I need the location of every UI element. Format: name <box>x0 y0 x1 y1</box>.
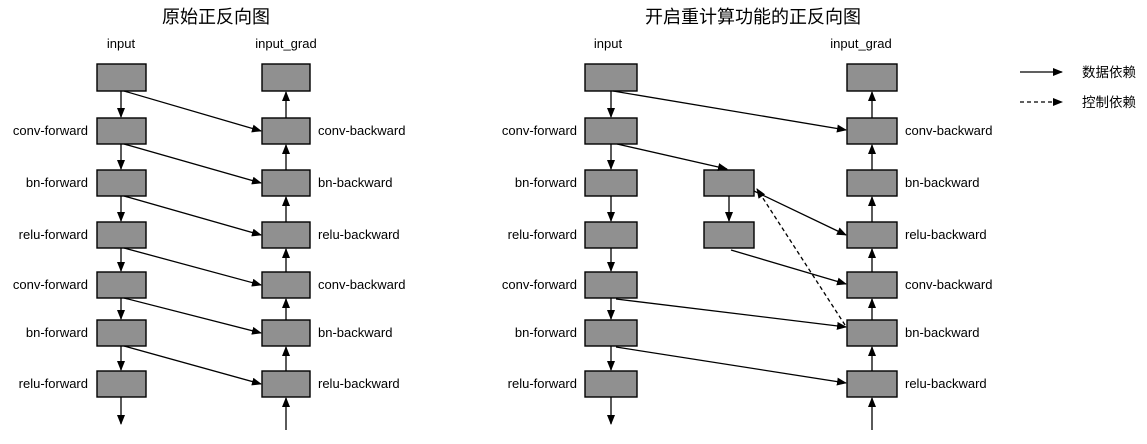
node-bn-backward-1 <box>261 169 311 197</box>
node-relu-forward-1 <box>96 221 147 249</box>
row-label-backward: relu-backward <box>905 227 987 242</box>
node-bn-forward-1 <box>96 169 147 197</box>
control-dependency-label: 控制依赖 <box>1082 95 1136 110</box>
row-label-forward: conv-forward <box>13 123 88 138</box>
node-input-grad <box>846 63 898 92</box>
left-diagram-title: 原始正反向图 <box>162 7 270 27</box>
node-conv-backward-2 <box>261 271 311 299</box>
node-bn-backward-2 <box>846 319 898 347</box>
right-input-column-header: input <box>594 36 623 51</box>
data-dep-arrow-conv-forward-to-bn-backward <box>615 298 847 330</box>
data-dep-arrow-bn-forward-to-relu-backward <box>615 346 847 386</box>
data-dep-arrow-conv-forward-to-recompute <box>616 143 728 171</box>
node-input <box>96 63 147 92</box>
row-label-forward: bn-forward <box>26 325 88 340</box>
node-relu-forward-1 <box>584 221 638 249</box>
legend: 数据依赖 控制依赖 <box>1020 65 1136 110</box>
node-conv-backward-1 <box>261 117 311 145</box>
row-label-forward: relu-forward <box>508 376 577 391</box>
node-relu-forward-2 <box>584 370 638 398</box>
node-relu-backward-2 <box>846 370 898 398</box>
row-label-backward: conv-backward <box>318 123 405 138</box>
row-label-backward: bn-backward <box>905 175 979 190</box>
right-diagram-title: 开启重计算功能的正反向图 <box>645 7 861 27</box>
node-conv-forward-2 <box>96 271 147 299</box>
node-recomputed-bn-forward <box>703 169 755 197</box>
node-conv-backward-1 <box>846 117 898 145</box>
node-conv-backward-2 <box>846 271 898 299</box>
row-label-forward: bn-forward <box>515 325 577 340</box>
row-label-forward: relu-forward <box>19 227 88 242</box>
row-label-forward: bn-forward <box>515 175 577 190</box>
row-label-backward: conv-backward <box>905 123 992 138</box>
node-conv-forward-2 <box>584 271 638 299</box>
row-label-forward: conv-forward <box>13 277 88 292</box>
row-label-backward: relu-backward <box>318 227 400 242</box>
row-label-forward: bn-forward <box>26 175 88 190</box>
row-label-backward: bn-backward <box>318 325 392 340</box>
node-relu-forward-2 <box>96 370 147 398</box>
right-diagram: 开启重计算功能的正反向图 input input_grad conv-forwa… <box>502 7 992 430</box>
row-label-backward: conv-backward <box>318 277 405 292</box>
row-label-backward: bn-backward <box>318 175 392 190</box>
row-label-backward: bn-backward <box>905 325 979 340</box>
data-dep-arrow-diagonal <box>123 345 262 386</box>
node-recomputed-relu-forward <box>703 221 755 249</box>
node-conv-forward-1 <box>96 117 147 145</box>
node-bn-forward-1 <box>584 169 638 197</box>
row-label-backward: relu-backward <box>318 376 400 391</box>
data-dep-arrow-diagonal <box>123 297 262 335</box>
right-input-grad-column-header: input_grad <box>830 36 891 51</box>
data-dep-arrow-diagonal <box>123 143 262 185</box>
data-dep-arrow-diagonal <box>123 195 262 237</box>
node-relu-backward-1 <box>261 221 311 249</box>
data-dep-arrow-diagonal <box>123 247 262 287</box>
node-conv-forward-1 <box>584 117 638 145</box>
data-dep-arrow-diagonal <box>123 90 262 133</box>
left-input-grad-column-header: input_grad <box>255 36 316 51</box>
row-label-forward: relu-forward <box>508 227 577 242</box>
node-bn-forward-2 <box>96 319 147 347</box>
node-input-grad <box>261 63 311 92</box>
node-bn-backward-1 <box>846 169 898 197</box>
data-dep-arrow-recomputed-relu-to-conv-backward <box>730 249 847 286</box>
row-label-backward: relu-backward <box>905 376 987 391</box>
node-relu-backward-1 <box>846 221 898 249</box>
node-bn-forward-2 <box>584 319 638 347</box>
data-dep-arrow-recomputed-bn-to-relu-backward <box>753 190 847 236</box>
node-relu-backward-2 <box>261 370 311 398</box>
row-label-backward: conv-backward <box>905 277 992 292</box>
left-diagram: 原始正反向图 input input_grad conv-forward bn-… <box>13 7 405 430</box>
data-dependency-label: 数据依赖 <box>1082 65 1136 80</box>
left-input-column-header: input <box>107 36 136 51</box>
node-input <box>584 63 638 92</box>
node-bn-backward-2 <box>261 319 311 347</box>
data-dep-arrow-input-to-conv-backward <box>612 90 847 133</box>
row-label-forward: conv-forward <box>502 277 577 292</box>
row-label-forward: relu-forward <box>19 376 88 391</box>
control-dep-arrow-bn-backward-to-recompute <box>756 188 846 326</box>
row-label-forward: conv-forward <box>502 123 577 138</box>
